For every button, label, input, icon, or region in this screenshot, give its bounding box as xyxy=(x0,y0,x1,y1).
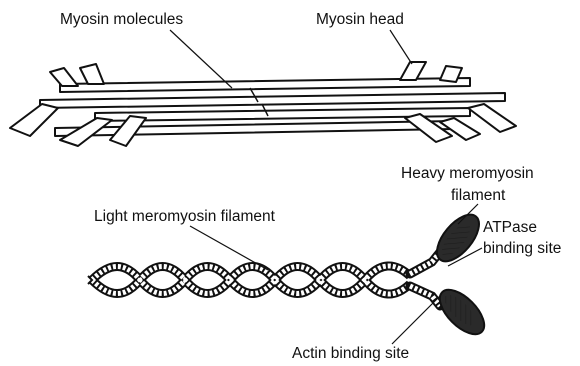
myosin-tail xyxy=(40,93,505,108)
thick-filament xyxy=(10,62,516,146)
label-atpase: ATPase xyxy=(483,219,537,237)
leader-line xyxy=(390,30,412,64)
myosin-molecule xyxy=(88,208,492,342)
label-myosin-molecules: Myosin molecules xyxy=(60,11,183,29)
label-heavy-meromyosin: Heavy meromyosin xyxy=(401,165,534,183)
myosin-head xyxy=(10,104,58,136)
leader-line xyxy=(392,296,440,344)
myosin-head-lower xyxy=(432,282,491,341)
label-myosin-head: Myosin head xyxy=(316,11,404,29)
label-light-meromyosin: Light meromyosin filament xyxy=(94,208,275,226)
myosin-head xyxy=(80,64,104,84)
leader-line xyxy=(170,30,232,88)
myosin-head xyxy=(400,62,426,80)
myosin-head xyxy=(468,104,516,132)
label-binding-site: binding site xyxy=(483,240,561,258)
label-heavy-meromyosin-filament: filament xyxy=(451,187,505,205)
label-actin-binding-site: Actin binding site xyxy=(292,345,409,363)
myosin-head xyxy=(50,68,78,86)
